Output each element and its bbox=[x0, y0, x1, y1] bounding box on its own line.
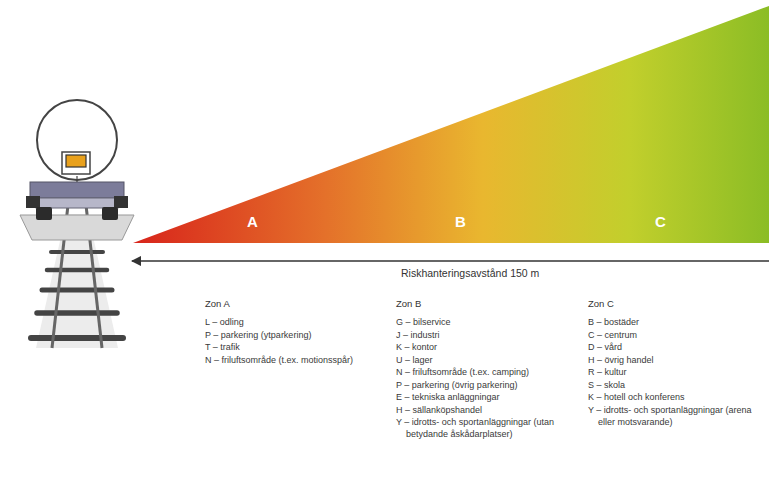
distance-arrow bbox=[132, 260, 769, 261]
zone-list-item: K – hotell och konferens bbox=[588, 391, 764, 403]
zone-list-item: N – friluftsområde (t.ex. motionsspår) bbox=[205, 354, 385, 366]
zone-list-item: K – kontor bbox=[396, 341, 581, 353]
zone-list-item: J – industri bbox=[396, 329, 581, 341]
zone-list-item: U – lager bbox=[396, 354, 581, 366]
tank-wagon bbox=[20, 100, 134, 240]
zone-list-item: P – parkering (övrig parkering) bbox=[396, 379, 581, 391]
risk-zone-wedge bbox=[133, 6, 769, 243]
zone-list-item: H – övrig handel bbox=[588, 354, 764, 366]
distance-label: Riskhanteringsavstånd 150 m bbox=[398, 267, 542, 279]
zone-list-item: B – bostäder bbox=[588, 316, 764, 328]
zone-letter: C bbox=[655, 214, 666, 230]
zone-list-item: G – bilservice bbox=[396, 316, 581, 328]
zone-list-item: C – centrum bbox=[588, 329, 764, 341]
zone-list-item: T – trafik bbox=[205, 341, 385, 353]
zone-list-item: Y – idrotts- och sportanläggningar (utan… bbox=[396, 416, 581, 440]
zone-heading: Zon A bbox=[205, 298, 385, 310]
zone-list-item: P – parkering (ytparkering) bbox=[205, 329, 385, 341]
zone-list-item: E – tekniska anläggningar bbox=[396, 391, 581, 403]
zone-list-item: Y – idrotts- och sportanläggningar (aren… bbox=[588, 404, 764, 428]
zone-letter: B bbox=[455, 214, 466, 230]
zone-list-item: R – kultur bbox=[588, 366, 764, 378]
zone-letter: A bbox=[247, 214, 258, 230]
zone-list-item: S – skola bbox=[588, 379, 764, 391]
zone-list-item: N – friluftsområde (t.ex. camping) bbox=[396, 366, 581, 378]
zone-heading: Zon C bbox=[588, 298, 764, 310]
zone-list-item: H – sällanköpshandel bbox=[396, 404, 581, 416]
zone-list-item: D – vård bbox=[588, 341, 764, 353]
zone-list-item: L – odling bbox=[205, 316, 385, 328]
zone-heading: Zon B bbox=[396, 298, 581, 310]
